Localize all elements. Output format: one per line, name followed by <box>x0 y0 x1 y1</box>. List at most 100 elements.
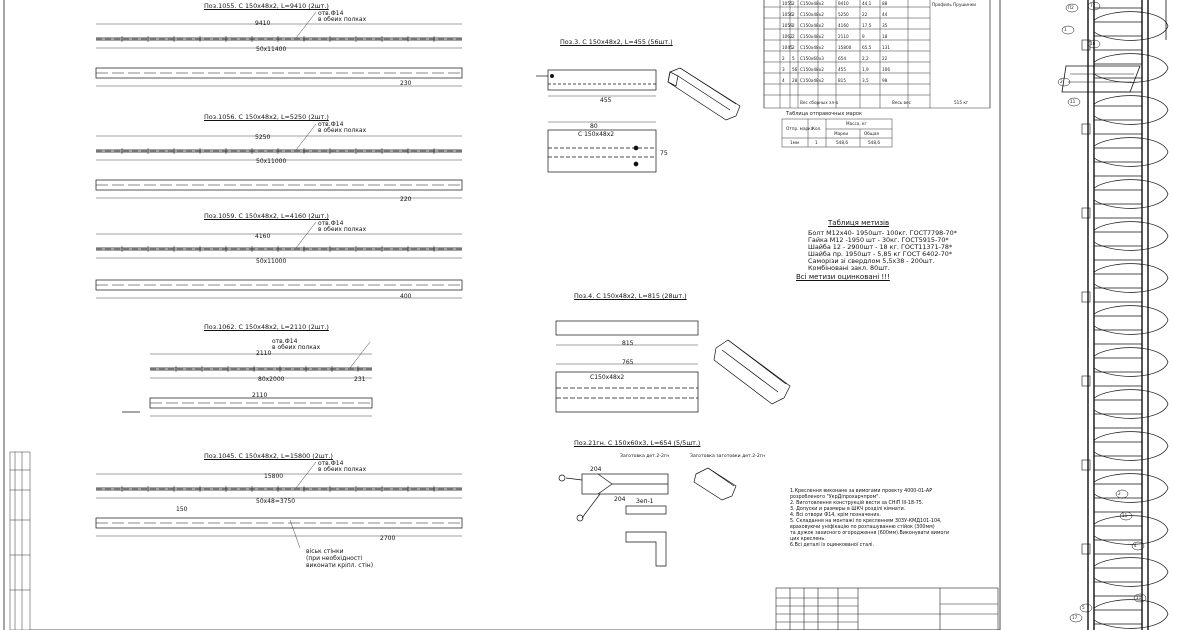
poz1062-dim-end2: 2110 <box>252 392 268 399</box>
spec-cell: 1055 <box>782 1 793 6</box>
shipping-col1: Отпр. марка <box>786 126 814 131</box>
fastener-line-1: Болт М12х40- 1950шт- 100кг. ГОСТ7798-70* <box>808 229 957 237</box>
spec-cell: 5250 <box>838 12 849 17</box>
poz1062-dim-end: 231 <box>354 376 366 383</box>
poz1059-dim-mid: 50х11000 <box>256 258 287 265</box>
ladder-tag: 72 <box>1090 3 1096 8</box>
spec-cell: С150х48х2 <box>800 1 824 6</box>
wall-note-2: (при необхідності <box>306 555 363 562</box>
ladder-tag: 2 <box>1118 491 1121 496</box>
spec-cell: 44 <box>882 12 888 17</box>
poz1045-hole-note: в обеих полках <box>318 466 367 473</box>
poz1056-hole: отв.Ф14 <box>318 121 344 128</box>
spec-cell: 35 <box>882 23 888 28</box>
poz1045-dim-total: 15800 <box>264 473 284 480</box>
poz21-detail <box>558 467 737 567</box>
shipping-row-mass: 548,6 <box>836 140 848 145</box>
sheet-frame <box>3 0 1001 630</box>
ladder-elevation <box>1057 0 1169 630</box>
poz1059-dim-total: 4160 <box>255 233 271 240</box>
shipping-row-mark: 1мм <box>790 140 799 145</box>
spec-cell: 9 <box>862 34 865 39</box>
poz1062-dim-mid: 80х2000 <box>258 376 285 383</box>
poz3-tag: С 150х48х2 <box>578 131 615 138</box>
poz1059-dim-end2: 400 <box>400 293 412 300</box>
spec-cell: 22 <box>862 12 868 17</box>
poz1056-hole-note: в обеих полках <box>318 127 367 134</box>
poz1045-title: Поз.1045. С 150х48х2, L=15800 (2шт.) <box>204 452 333 460</box>
spec-cell: 5 <box>792 56 795 61</box>
spec-cell: 17,5 <box>862 23 872 28</box>
poz1055-hole: отв.Ф14 <box>318 10 344 17</box>
poz1056-dim-end: 220 <box>400 196 412 203</box>
spec-cell: 2 <box>792 23 795 28</box>
ladder-tag: 1 <box>1064 27 1067 32</box>
ladder-tag: 5 <box>1082 605 1085 610</box>
shipping-title: Таблица отправочных марок <box>786 111 862 117</box>
note-2: розробленого "УкрДіпрохарчпром". <box>790 495 880 500</box>
spec-cell: 1045 <box>782 45 793 50</box>
poz21-dim-a: 204 <box>590 466 602 473</box>
beam-3 <box>149 341 373 417</box>
note-1: 1.Креслення виконане за вимогами проекту… <box>790 489 933 494</box>
spec-footer-right: 515 кг <box>954 100 969 105</box>
shipping-col3b: Общая <box>864 131 879 136</box>
spec-cell: 106 <box>882 67 890 72</box>
spec-cell: 2110 <box>838 34 849 39</box>
beam-1 <box>95 123 463 199</box>
shipping-col3a: Марки <box>834 131 849 136</box>
spec-cell: С150х48х2 <box>800 45 824 50</box>
spec-cell: 3,5 <box>862 78 869 83</box>
note-8: та дужок захисного огородження (600мм).В… <box>790 531 950 536</box>
ladder-tag: 11 <box>1136 595 1142 600</box>
spec-cell: 2 <box>792 34 795 39</box>
poz1055-hole-note: в обеих полках <box>318 16 367 23</box>
wall-note-3: виконати кріпл. стін) <box>306 562 374 569</box>
poz1045-dim-end: 150 <box>176 506 188 513</box>
spec-cell: 56 <box>792 67 798 72</box>
note-10: 6.Всі деталі із оцинкованої сталі. <box>790 543 874 548</box>
poz1062-dim-total: 2110 <box>256 350 272 357</box>
spec-cell: 131 <box>882 45 890 50</box>
poz21-sub1: Заготовка дет.2-2гн <box>620 454 670 459</box>
shipping-col2: Кол. <box>812 126 822 131</box>
poz3-title: Поз.3. С 150х48х2, L=455 (56шт.) <box>560 38 673 46</box>
spec-side-label: Профиль Прушинки <box>932 2 976 7</box>
poz21-dim-b: 204 <box>614 496 626 503</box>
binding-stamp <box>9 451 31 630</box>
spec-cell: 3 <box>782 67 785 72</box>
spec-cell: 2 <box>792 45 795 50</box>
spec-cell: 1,9 <box>862 67 869 72</box>
spec-cell: 2 <box>792 1 795 6</box>
spec-cell: 28 <box>792 78 798 83</box>
poz1056-dim-total: 5250 <box>255 134 271 141</box>
poz1055-dim-end: 230 <box>400 80 412 87</box>
fastener-line-6: Комбіновані закл. 80шт. <box>808 264 890 272</box>
ladder-tag: 11 <box>1070 99 1076 104</box>
spec-footer-left: Вес сборных эл-в <box>800 100 838 105</box>
spec-cell: 1059 <box>782 23 793 28</box>
spec-cell: 2 <box>782 56 785 61</box>
poz1045-dim-mid: 50х48=3750 <box>256 498 296 505</box>
poz3-detail <box>536 67 741 173</box>
poz1045-dim-end2: 2700 <box>380 535 396 542</box>
poz1055-dim-mid: 50х11400 <box>256 46 287 53</box>
shipping-row-qty: 1 <box>815 140 818 145</box>
ladder-tag: 4 <box>1134 543 1137 548</box>
title-block <box>775 587 999 630</box>
spec-cell: С150х60х3 <box>800 56 824 61</box>
poz21-title: Поз.21гн. С 150х60х3, L=654 (5/5шт.) <box>574 439 701 447</box>
spec-footer-mid: Весь вес <box>892 100 911 105</box>
ladder-tag: 11 <box>1122 513 1128 518</box>
spec-cell: 22 <box>882 56 888 61</box>
spec-cell: С150х48х2 <box>800 23 824 28</box>
spec-cell: 2 <box>792 12 795 17</box>
fastener-line-3: Шайба 12 - 2900шт - 18 кг. ГОСТ11371-78* <box>808 243 953 251</box>
poz1059-hole: отв.Ф14 <box>318 220 344 227</box>
shipping-table-grid <box>781 118 893 148</box>
spec-cell: 2,2 <box>862 56 869 61</box>
fastener-line-2: Гайка М12 -1950 шт - 30кг. ГОСТ5915-70* <box>808 236 949 244</box>
poz1056-title: Поз.1056. С 150х48х2, L=5250 (2шт.) <box>204 113 329 121</box>
spec-cell: 98 <box>882 78 888 83</box>
